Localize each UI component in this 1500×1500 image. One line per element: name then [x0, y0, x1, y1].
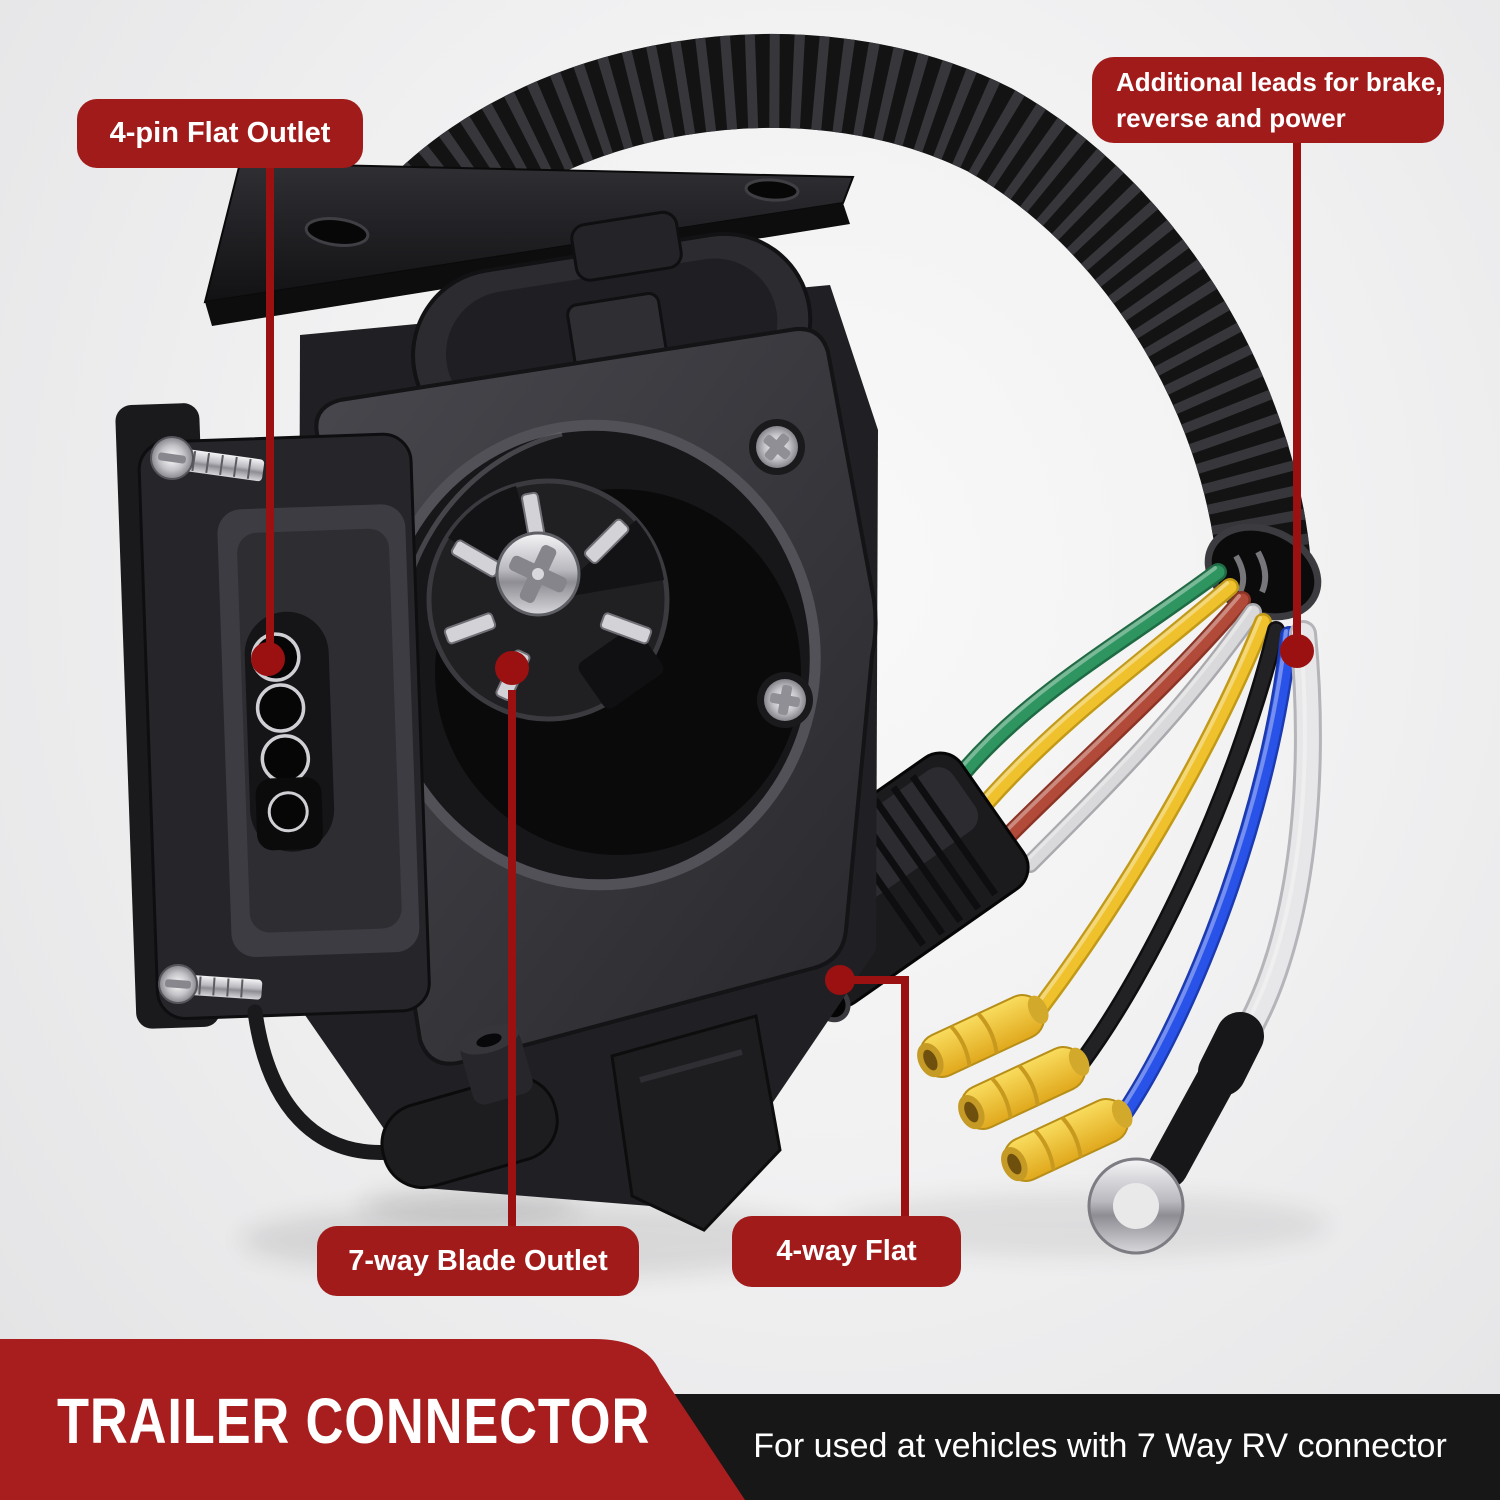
- callout-dot: [495, 651, 529, 685]
- wire-white-thin: [1021, 603, 1262, 873]
- callout-four-way-flat: 4-way Flat: [732, 1216, 961, 1287]
- callout-label: 4-pin Flat Outlet: [109, 117, 331, 149]
- callout-label: 4-way Flat: [776, 1235, 917, 1267]
- black-banner: [650, 1394, 1500, 1500]
- callout-dot: [825, 965, 855, 995]
- bullet-terminals: [917, 994, 1133, 1182]
- banner-title: TRAILER CONNECTOR: [57, 1385, 651, 1457]
- bracket-hole: [744, 178, 800, 202]
- wire-white-heavy: [1222, 620, 1322, 1064]
- four-pin-outlet-module: [115, 403, 431, 1029]
- ring-terminal: [1087, 1012, 1264, 1255]
- callout-four-pin-flat-outlet: 4-pin Flat Outlet: [77, 99, 363, 168]
- callout-dot: [251, 642, 285, 676]
- wire-blue: [1115, 626, 1298, 1123]
- callout-leaders: [266, 141, 1301, 1228]
- leader-four-way-flat: [852, 976, 909, 1218]
- wire-black: [1073, 621, 1285, 1071]
- banner-subtitle: For used at vehicles with 7 Way RV conne…: [753, 1427, 1447, 1465]
- callout-label-line1: Additional leads for brake,: [1116, 67, 1443, 97]
- wire-yellow-2: [1032, 613, 1272, 1016]
- wire-brown: [1001, 591, 1251, 843]
- module-screws: [150, 436, 265, 1004]
- callout-label: 7-way Blade Outlet: [348, 1244, 608, 1277]
- callout-dots: [251, 634, 1314, 995]
- corrugated-loom: [368, 33, 1322, 621]
- center-screw: [495, 531, 581, 617]
- bottom-latch: [610, 1014, 782, 1232]
- red-banner: [0, 1339, 745, 1500]
- wire-yellow-1: [978, 578, 1239, 811]
- callout-label-line2: reverse and power: [1116, 103, 1346, 133]
- bracket-hole: [304, 217, 370, 247]
- callout-additional-leads: Additional leads for brake, reverse and …: [1092, 57, 1444, 143]
- callout-seven-way-blade-outlet: 7-way Blade Outlet: [317, 1226, 639, 1296]
- callout-dot: [1280, 634, 1314, 668]
- wire-harness: [953, 563, 1322, 1123]
- wire-green: [953, 563, 1227, 783]
